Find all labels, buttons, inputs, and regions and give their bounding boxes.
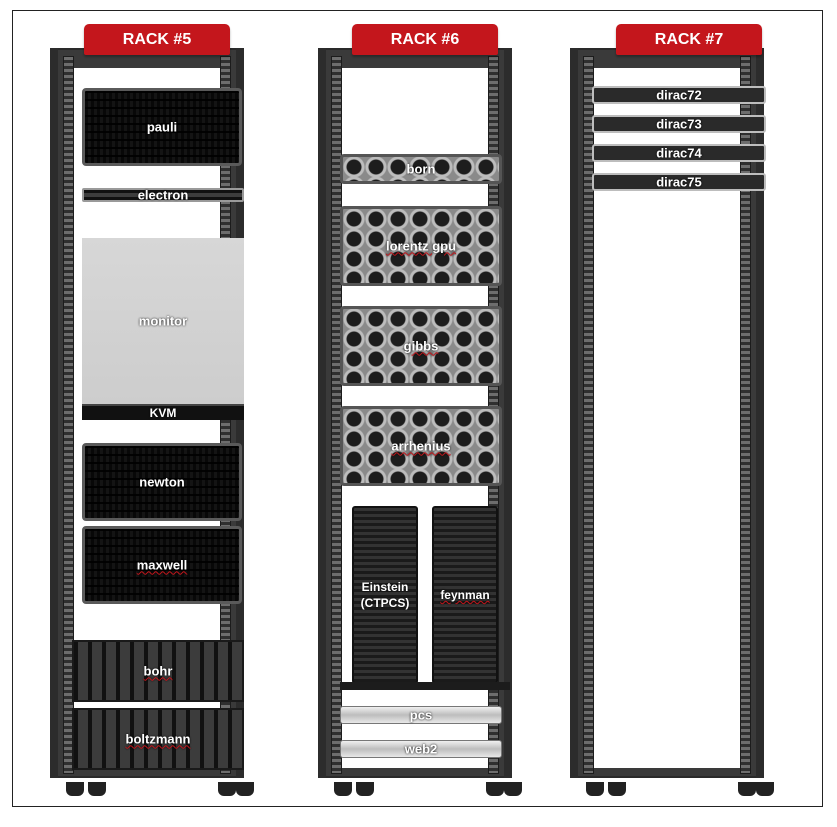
rack-label: RACK #7 [616, 24, 762, 55]
server-lorentz-gpu: lorentz gpu [340, 206, 502, 286]
server-pcs: pcs [340, 706, 502, 724]
rack-label: RACK #5 [84, 24, 230, 55]
server-gibbs: gibbs [340, 306, 502, 386]
rack-6: RACK #6 born lorentz gpu gibbs arrhenius… [318, 24, 522, 796]
server-dirac73: dirac73 [592, 115, 766, 133]
server-arrhenius: arrhenius [340, 406, 502, 486]
diagram-frame [12, 10, 823, 807]
server-einstein: Einstein (CTPCS) [352, 506, 418, 684]
kvm: KVM [82, 404, 244, 420]
monitor: monitor [82, 238, 244, 404]
server-bohr: bohr [72, 640, 244, 702]
shelf [340, 682, 510, 690]
server-boltzmann: boltzmann [72, 708, 244, 770]
server-feynman: feynman [432, 506, 498, 684]
server-maxwell: maxwell [82, 526, 242, 604]
rack-label: RACK #6 [352, 24, 498, 55]
server-web2: web2 [340, 740, 502, 758]
server-dirac74: dirac74 [592, 144, 766, 162]
rack-7: RACK #7 dirac72 dirac73 dirac74 dirac75 [570, 24, 774, 796]
server-born: born [340, 154, 502, 184]
server-pauli: pauli [82, 88, 242, 166]
server-electron: electron [82, 188, 244, 203]
server-dirac72: dirac72 [592, 86, 766, 104]
rack-5: RACK #5 pauli electron monitor KVM newto… [50, 24, 254, 796]
server-newton: newton [82, 443, 242, 521]
server-dirac75: dirac75 [592, 173, 766, 191]
